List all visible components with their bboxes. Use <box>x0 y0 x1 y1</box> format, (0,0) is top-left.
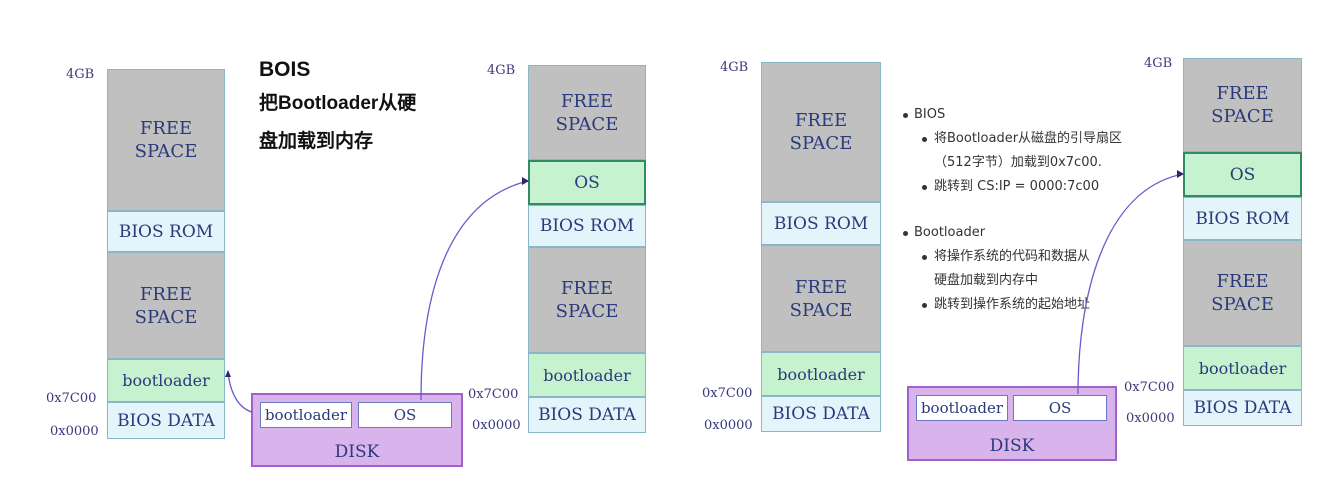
addr-0x0000-label: 0x0000 <box>472 418 521 433</box>
notes-bios-heading: BIOS <box>914 107 946 122</box>
os-load-arrow <box>1077 173 1184 395</box>
addr-0x0000-label: 0x0000 <box>1126 411 1175 426</box>
memory-bootloader: bootloader <box>761 352 881 396</box>
addr-4gb-label: 4GB <box>1144 56 1173 71</box>
memory-bootloader: bootloader <box>528 353 646 397</box>
memory-bios-data: BIOS DATA <box>528 397 646 433</box>
bullet-dot <box>903 231 908 236</box>
memory-free-space-mid: FREE SPACE <box>761 245 881 352</box>
bootloader-load-arrow <box>227 371 253 413</box>
bootloader-arrowhead <box>225 370 231 377</box>
disk-bootloader-slot: bootloader <box>260 402 352 428</box>
memory-bios-rom: BIOS ROM <box>107 211 225 252</box>
notes-bios-item1-line2: （512字节）加载到0x7c00. <box>934 155 1102 170</box>
notes-bootloader-item1-line2: 硬盘加载到内存中 <box>934 273 1039 288</box>
load-arrows <box>225 177 529 413</box>
addr-4gb-label: 4GB <box>66 67 95 82</box>
addr-0x7c00-label: 0x7C00 <box>468 387 519 402</box>
disk-bootloader-slot: bootloader <box>916 395 1008 421</box>
memory-free-space-top: FREE SPACE <box>528 65 646 160</box>
memory-bios-data: BIOS DATA <box>761 396 881 432</box>
disk: bootloader OS DISK <box>907 386 1117 461</box>
disk-os-slot: OS <box>358 402 452 428</box>
notes-bootloader-item2: 跳转到操作系统的起始地址 <box>934 297 1091 312</box>
left-diagram-panel: BOIS 把Bootloader从硬 盘加载到内存 4GB FREE SPACE… <box>46 58 646 467</box>
disk-label: DISK <box>334 442 380 462</box>
diagram-subtitle-line1: 把Bootloader从硬 <box>259 93 417 114</box>
memory-free-space-top: FREE SPACE <box>761 62 881 202</box>
memory-bios-rom: BIOS ROM <box>528 205 646 247</box>
bullet-dot <box>922 137 927 142</box>
addr-0x0000-label: 0x0000 <box>704 418 753 433</box>
notes-list: BIOS 将Bootloader从磁盘的引导扇区 （512字节）加载到0x7c0… <box>900 103 1122 317</box>
addr-4gb-label: 4GB <box>487 63 516 78</box>
load-arrows <box>1077 170 1184 395</box>
os-load-arrow <box>420 180 529 401</box>
memory-os: OS <box>1183 152 1302 197</box>
notes-bootloader-item1-line1: 将操作系统的代码和数据从 <box>934 249 1091 264</box>
bullet-dot <box>903 113 908 118</box>
disk-os-slot: OS <box>1013 395 1107 421</box>
bullet-dot <box>922 255 927 260</box>
memory-free-space-mid: FREE SPACE <box>1183 240 1302 346</box>
memory-free-space-top: FREE SPACE <box>107 69 225 211</box>
addr-0x7c00-label: 0x7C00 <box>46 391 97 406</box>
notes-bios-item2: 跳转到 CS:IP = 0000:7c00 <box>934 179 1100 194</box>
disk-label: DISK <box>989 436 1035 456</box>
memory-bios-data: BIOS DATA <box>1183 390 1302 426</box>
diagram-subtitle-line2: 盘加载到内存 <box>259 131 374 152</box>
diagram-title: BOIS <box>259 58 311 81</box>
memory-bootloader: bootloader <box>107 359 225 402</box>
right-diagram-panel: 4GB FREE SPACE BIOS ROM FREE SPACE bootl… <box>672 0 1343 482</box>
memory-bios-rom: BIOS ROM <box>761 202 881 245</box>
memory-bios-data: BIOS DATA <box>107 402 225 439</box>
memory-free-space-top: FREE SPACE <box>1183 58 1302 152</box>
notes-bios-item1-line1: 将Bootloader从磁盘的引导扇区 <box>934 131 1123 146</box>
memory-bootloader: bootloader <box>1183 346 1302 390</box>
addr-0x0000-label: 0x0000 <box>50 424 99 439</box>
addr-0x7c00-label: 0x7C00 <box>702 386 753 401</box>
os-arrowhead <box>1177 170 1184 178</box>
addr-0x7c00-label: 0x7C00 <box>1124 380 1175 395</box>
memory-free-space-mid: FREE SPACE <box>107 252 225 359</box>
disk: bootloader OS DISK <box>251 393 463 467</box>
bullet-dot <box>922 185 927 190</box>
memory-free-space-mid: FREE SPACE <box>528 247 646 353</box>
os-arrowhead <box>522 177 529 185</box>
addr-4gb-label: 4GB <box>720 60 749 75</box>
notes-bootloader-heading: Bootloader <box>914 225 986 240</box>
bullet-dot <box>922 303 927 308</box>
memory-os: OS <box>528 160 646 205</box>
memory-bios-rom: BIOS ROM <box>1183 197 1302 240</box>
